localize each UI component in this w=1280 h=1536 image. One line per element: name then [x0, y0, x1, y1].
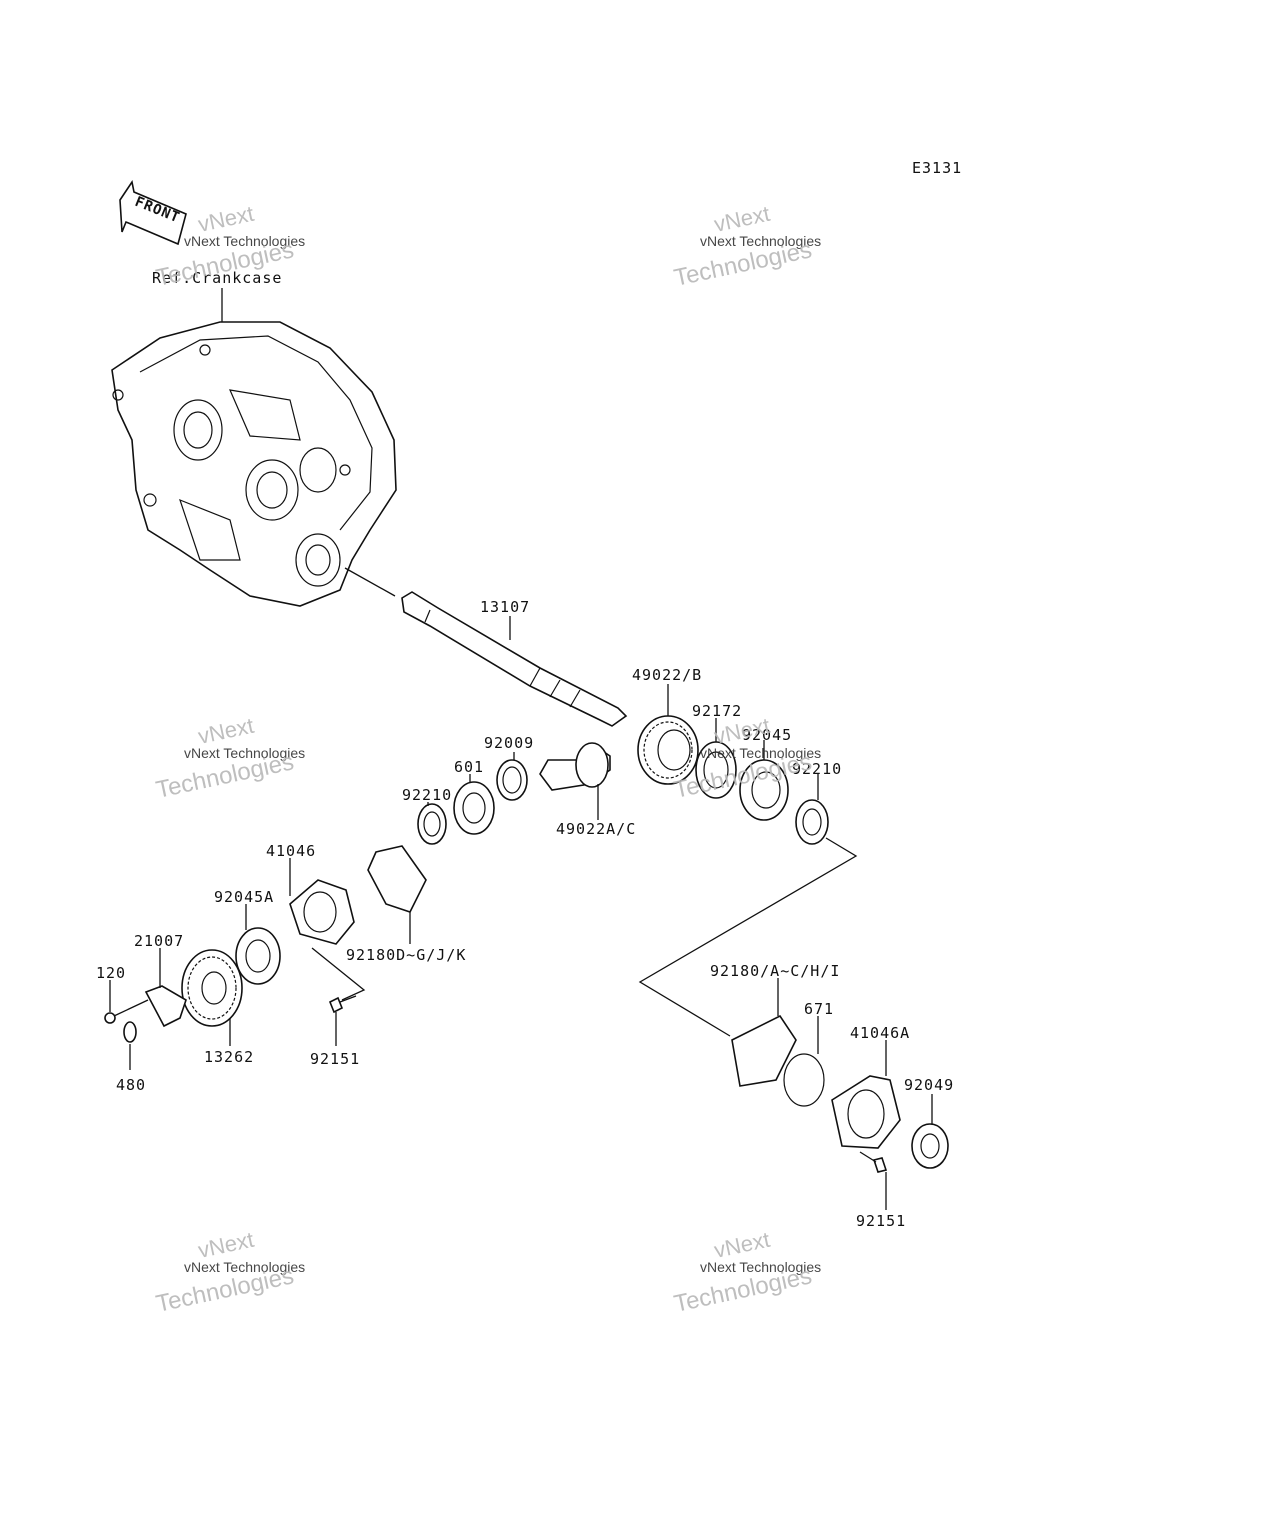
- part-480: 480: [116, 1076, 146, 1094]
- part-49022ac: 49022A/C: [556, 820, 636, 838]
- part-41046a: 41046A: [850, 1024, 910, 1042]
- part-120: 120: [96, 964, 126, 982]
- watermark-mid-left: vNext vNext Technologies Technologies: [154, 713, 306, 804]
- svg-text:vNext Technologies: vNext Technologies: [184, 1259, 305, 1275]
- gasket-92180a-drawing: [731, 1014, 797, 1087]
- svg-text:vNext: vNext: [196, 713, 256, 749]
- svg-text:vNext Technologies: vNext Technologies: [700, 745, 821, 761]
- svg-text:vNext: vNext: [712, 1227, 772, 1263]
- part-92180achi: 92180/A~C/H/I: [710, 962, 840, 980]
- pinion-gear-drawing: [539, 742, 611, 791]
- svg-text:vNext: vNext: [196, 1227, 256, 1263]
- o-ring-671-drawing: [783, 1053, 825, 1107]
- ref-crankcase-label: Ref.Crankcase: [152, 269, 282, 287]
- svg-text:vNext Technologies: vNext Technologies: [700, 1259, 821, 1275]
- part-41046: 41046: [266, 842, 316, 860]
- svg-text:vNext Technologies: vNext Technologies: [700, 233, 821, 249]
- circlip-480-icon: [123, 1021, 137, 1043]
- part-92151-left: 92151: [310, 1050, 360, 1068]
- part-92172: 92172: [692, 702, 742, 720]
- part-92210: 92210: [402, 786, 452, 804]
- part-92009: 92009: [484, 734, 534, 752]
- watermark-top-right: vNext vNext Technologies Technologies: [672, 201, 822, 292]
- housing-41046a-drawing: [831, 1075, 901, 1149]
- bearing-601-drawing: [453, 781, 495, 835]
- seal-92210-drawing: [417, 803, 447, 845]
- bolt-92151-right-icon: [859, 1151, 888, 1173]
- part-92210b: 92210: [792, 760, 842, 778]
- svg-text:vNext Technologies: vNext Technologies: [184, 745, 305, 761]
- watermark-bottom-right: vNext vNext Technologies Technologies: [672, 1227, 822, 1318]
- gear-13262-drawing: [181, 949, 243, 1027]
- part-21007: 21007: [134, 932, 184, 950]
- seal-92049-drawing: [911, 1123, 949, 1169]
- diagram-code: E3131: [912, 159, 962, 177]
- svg-text:vNext: vNext: [196, 201, 256, 237]
- part-601: 601: [454, 758, 484, 776]
- bolt-92151-left-icon: [328, 995, 357, 1014]
- ring-gear-drawing: [637, 715, 699, 785]
- part-92049: 92049: [904, 1076, 954, 1094]
- part-92151-right: 92151: [856, 1212, 906, 1230]
- part-671: 671: [804, 1000, 834, 1018]
- gasket-92180d-drawing: [367, 845, 427, 913]
- crankcase-drawing: [111, 321, 397, 607]
- svg-text:vNext Technologies: vNext Technologies: [184, 233, 305, 249]
- screw-120-icon: [104, 999, 149, 1024]
- part-49022b: 49022/B: [632, 666, 702, 684]
- housing-41046-drawing: [289, 879, 355, 945]
- leader-lines: [109, 616, 933, 1210]
- part-13262: 13262: [204, 1048, 254, 1066]
- watermark-bottom-left: vNext vNext Technologies Technologies: [154, 1227, 306, 1318]
- part-92180dgjk: 92180D~G/J/K: [346, 946, 466, 964]
- part-13107: 13107: [480, 598, 530, 616]
- bearing-92045a-drawing: [235, 927, 281, 985]
- plate-21007-drawing: [144, 985, 187, 1028]
- svg-text:vNext: vNext: [712, 201, 772, 237]
- shaft-13107-drawing: [344, 567, 628, 727]
- front-arrow-icon: FRONT: [119, 179, 187, 246]
- part-labels: 13107 49022/B 92172 92045 92210 92009 60…: [96, 598, 954, 1230]
- seal-92210b-drawing: [795, 799, 829, 845]
- part-92045: 92045: [742, 726, 792, 744]
- part-92045a: 92045A: [214, 888, 274, 906]
- shim-92009-drawing: [496, 759, 528, 801]
